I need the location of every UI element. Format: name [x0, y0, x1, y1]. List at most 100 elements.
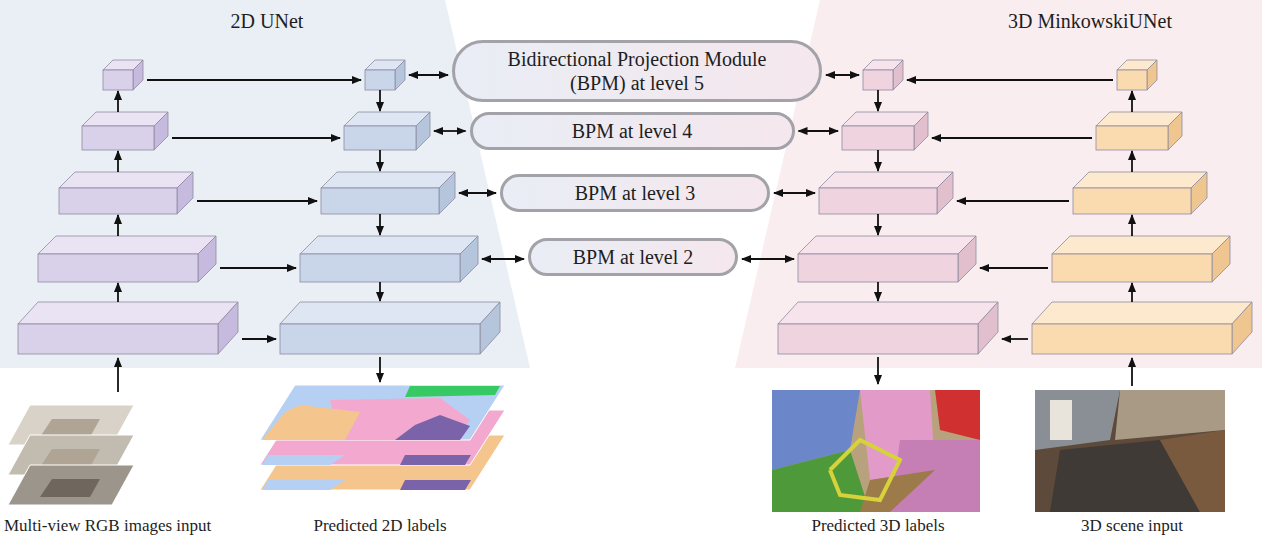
label-region [262, 455, 345, 465]
image-caption: 3D scene input [1081, 516, 1183, 536]
flow-arrow [117, 358, 119, 392]
scene-furniture [1160, 430, 1225, 512]
flow-arrow [1131, 215, 1133, 236]
feature-slab-side [978, 302, 998, 354]
flow-arrow [117, 215, 119, 236]
module-label: BPM at level 2 [573, 245, 694, 269]
flow-arrow [379, 357, 381, 382]
scene-label-region [772, 450, 870, 512]
feature-slab-top [103, 60, 143, 70]
scene-labels-base [772, 390, 980, 512]
feature-slab-top [1032, 302, 1252, 324]
scene-label-region [935, 390, 980, 440]
input-photo [8, 405, 134, 445]
label-map-layer [260, 385, 505, 440]
flow-arrow [117, 283, 119, 302]
image-caption: Predicted 2D labels [313, 516, 446, 536]
feature-slab-front [59, 188, 177, 214]
region-title: 2D UNet [67, 0, 467, 33]
feature-slab-front [321, 188, 439, 214]
feature-slab-top [819, 172, 953, 188]
feature-slab-top [1052, 236, 1230, 254]
feature-slab-side [395, 60, 405, 90]
flow-arrow [877, 214, 879, 235]
feature-slab-top [1117, 60, 1157, 70]
input-photo [8, 435, 134, 475]
feature-slab-side [1191, 172, 1207, 214]
scene-label-region [860, 390, 935, 480]
label-map-layer [260, 435, 505, 490]
image-caption: Multi-view RGB images input [4, 516, 211, 536]
feature-slab-top [842, 112, 928, 126]
bpm-module: BPM at level 2 [528, 238, 738, 276]
scene-label-region [772, 390, 860, 470]
flow-arrow [117, 91, 119, 112]
feature-slab-front [1117, 70, 1147, 90]
feature-slab-front [1096, 126, 1168, 150]
region-shape [0, 0, 530, 368]
feature-slab-front [1073, 188, 1191, 214]
scene-wall [1035, 390, 1120, 450]
double-arrow [826, 74, 859, 76]
scene-base [1035, 390, 1225, 512]
flow-arrow [1131, 358, 1133, 386]
scene-label-region [890, 440, 980, 512]
feature-slab-front [38, 254, 198, 282]
feature-slab-side [480, 302, 500, 354]
feature-slab-top [1073, 172, 1207, 188]
feature-slab-front [365, 70, 395, 90]
feature-slab-side [439, 172, 455, 214]
module-label: Bidirectional Projection Module (BPM) at… [507, 47, 767, 95]
feature-slab-front [1052, 254, 1212, 282]
flow-arrow [1002, 338, 1028, 340]
feature-slab-side [914, 112, 928, 150]
bpm-module: Bidirectional Projection Module (BPM) at… [452, 40, 822, 102]
feature-slab-front [842, 126, 914, 150]
flow-arrow [220, 267, 296, 269]
flow-arrow [379, 214, 381, 235]
flow-arrow [1131, 91, 1133, 112]
scene-door [1050, 400, 1072, 440]
input-photo [8, 465, 134, 505]
feature-slab-front [863, 70, 893, 90]
feature-slab-side [937, 172, 953, 214]
feature-slab-front [798, 254, 958, 282]
label-region [330, 398, 470, 440]
feature-slab-front [18, 324, 218, 354]
double-arrow [459, 192, 496, 194]
feature-slab-front [280, 324, 480, 354]
feature-slab-side [958, 236, 976, 282]
feature-slab-side [218, 302, 238, 354]
feature-slab-front [778, 324, 978, 354]
flow-arrow [117, 151, 119, 172]
feature-slab-top [38, 236, 216, 254]
feature-slab-front [82, 126, 154, 150]
feature-slab-side [416, 112, 430, 150]
scene-label-region [860, 470, 935, 512]
label-region [405, 386, 500, 397]
label-region [262, 405, 360, 440]
feature-slab-top [59, 172, 193, 188]
feature-slab-top [321, 172, 455, 188]
feature-slab-side [133, 60, 143, 90]
bpm-module: BPM at level 4 [470, 112, 795, 150]
network-region: 2D UNet [0, 0, 530, 368]
feature-slab-side [1147, 60, 1157, 90]
flow-arrow [147, 79, 361, 81]
region-title: 3D MinkowskiUNet [940, 0, 1240, 33]
feature-slab-front [1032, 324, 1232, 354]
feature-slab-side [460, 236, 478, 282]
module-label: BPM at level 3 [575, 181, 696, 205]
feature-slab-front [344, 126, 416, 150]
double-arrow [774, 192, 815, 194]
feature-slab-top [82, 112, 168, 126]
feature-slab-side [1232, 302, 1252, 354]
flow-arrow [1131, 283, 1133, 302]
feature-slab-front [300, 254, 460, 282]
photo-detail [40, 449, 100, 467]
flow-arrow [172, 137, 340, 139]
feature-slab-top [1096, 112, 1182, 126]
region-fill [0, 0, 530, 368]
flow-arrow [197, 200, 317, 202]
